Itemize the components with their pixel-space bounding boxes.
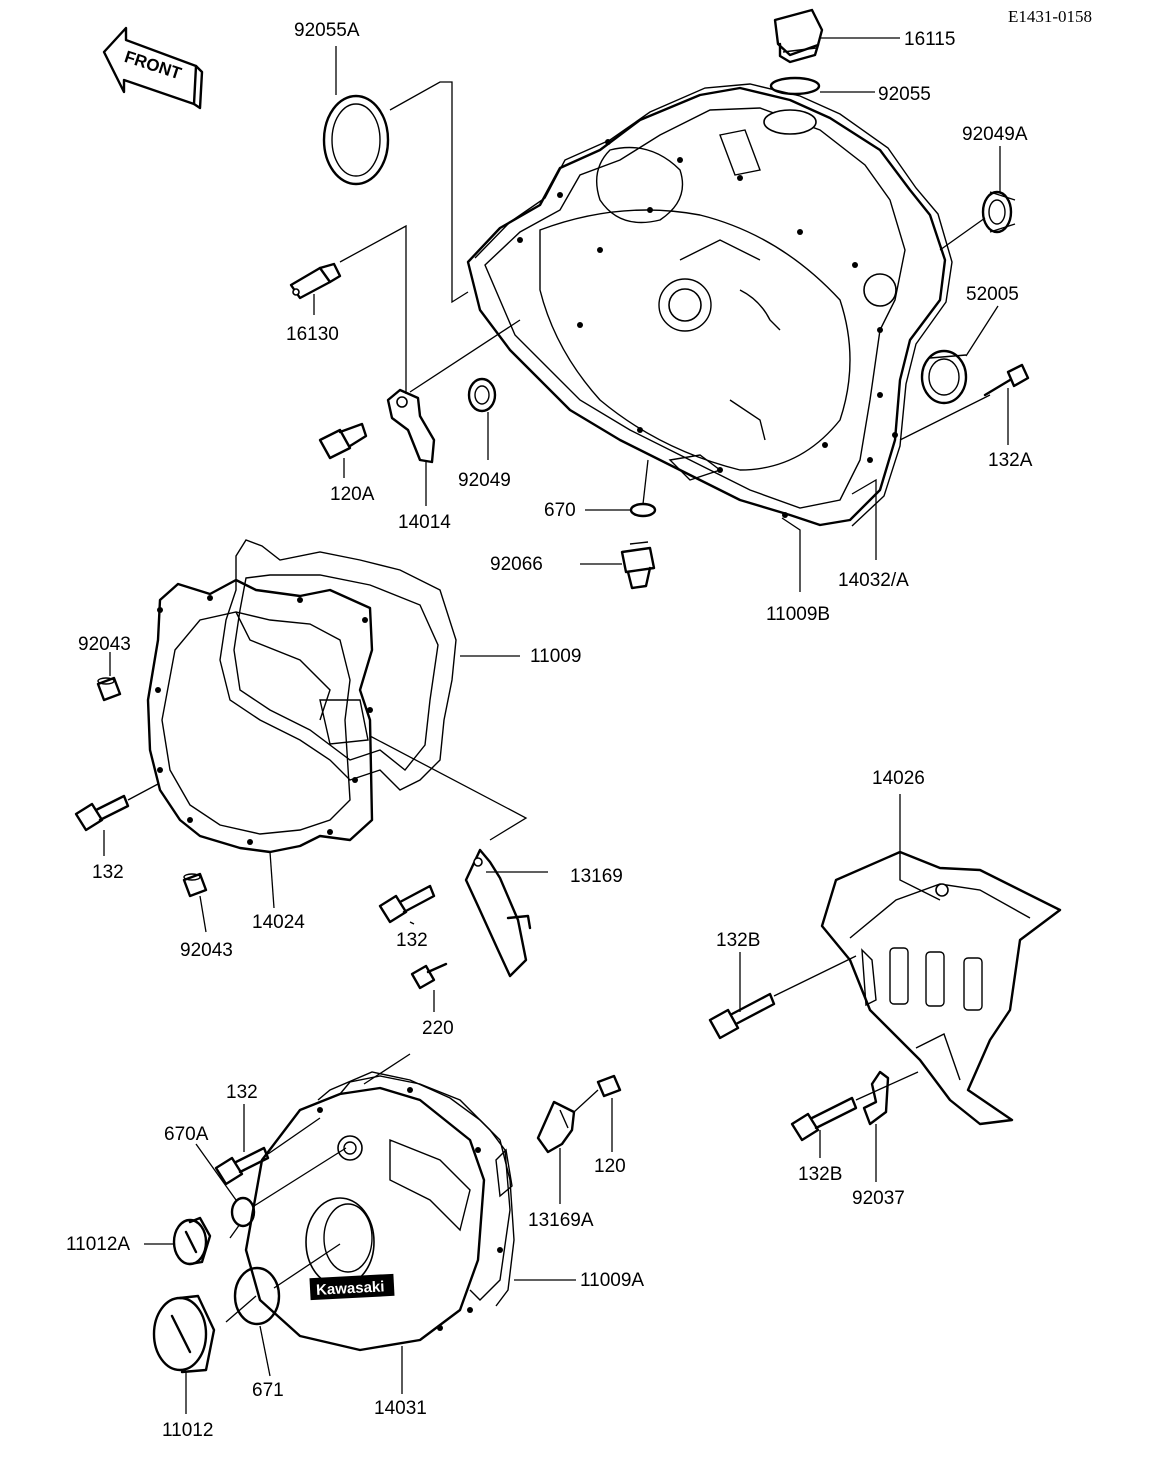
label-11009B: 11009B [766, 604, 830, 625]
bracket-13169A [536, 1100, 576, 1154]
plug-11012 [152, 1294, 216, 1374]
oil-seal-92049A [981, 190, 1016, 234]
label-52005: 52005 [966, 284, 1019, 305]
fitting-16130 [289, 262, 342, 300]
label-92043-bottom: 92043 [180, 940, 233, 961]
label-11009A: 11009A [580, 1270, 644, 1291]
oil-seal-92055A [322, 94, 390, 186]
label-11012: 11012 [162, 1420, 213, 1441]
label-14014: 14014 [398, 512, 451, 533]
bolt-132-low [214, 1146, 270, 1186]
bolt-120 [596, 1074, 622, 1098]
oil-seal-92049 [467, 377, 497, 413]
part-labels: 16115 92055 92055A 92049A 52005 132A 161… [66, 20, 1033, 1441]
dowel-pin-92043-top [96, 676, 122, 702]
drawing-code: E1431-0158 [1008, 7, 1092, 26]
sprocket-cover-14026 [820, 850, 1062, 1126]
label-120A: 120A [330, 484, 375, 505]
label-132-left: 132 [92, 862, 124, 883]
bolt-132A [983, 363, 1030, 397]
bracket-14014 [386, 388, 436, 464]
label-14026: 14026 [872, 768, 925, 789]
bolt-132B-bottom [790, 1096, 858, 1142]
front-arrow-icon: FRONT [102, 26, 204, 110]
label-13169: 13169 [570, 866, 623, 887]
screw-220 [410, 962, 448, 990]
plug-11012A [172, 1216, 212, 1266]
magneto-cover-14031: Kawasaki [244, 1075, 513, 1352]
label-92055: 92055 [878, 84, 931, 105]
label-132-mid: 132 [396, 930, 428, 951]
label-132B-top: 132B [716, 930, 760, 951]
bolt-120A [318, 422, 368, 460]
label-132A: 132A [988, 450, 1033, 471]
dowel-pin-92043-bottom [182, 872, 208, 898]
label-670A: 670A [164, 1124, 209, 1145]
crankcase-cover-11009B [466, 86, 947, 527]
leader-lines [103, 37, 1009, 1414]
label-92037: 92037 [852, 1188, 905, 1209]
label-92066: 92066 [490, 554, 543, 575]
label-16115: 16115 [904, 29, 955, 50]
label-92055A: 92055A [294, 20, 360, 41]
label-11012A: 11012A [66, 1234, 130, 1255]
label-14024: 14024 [252, 912, 305, 933]
label-92049: 92049 [458, 470, 511, 491]
gasket-14032 [474, 83, 953, 527]
label-14032A: 14032/A [838, 570, 909, 591]
gasket-11009 [219, 539, 457, 791]
label-92049A: 92049A [962, 124, 1028, 145]
cover-14024 [146, 578, 374, 854]
label-671: 671 [252, 1380, 284, 1401]
oil-filler-cap-16115 [773, 8, 824, 64]
clamp-92037 [862, 1070, 890, 1126]
plug-92066 [620, 541, 656, 590]
label-220: 220 [422, 1018, 454, 1039]
label-120: 120 [594, 1156, 626, 1177]
label-132-low: 132 [226, 1082, 258, 1103]
o-ring-92055 [769, 76, 821, 96]
label-11009: 11009 [530, 646, 581, 667]
bolt-132-left [74, 794, 130, 832]
o-ring-670A [230, 1196, 256, 1228]
gasket-11009A [317, 1071, 515, 1307]
bolt-132B-top [708, 992, 776, 1040]
bracket-13169 [464, 848, 532, 978]
kawasaki-logo: Kawasaki [316, 1278, 385, 1299]
label-132B-bottom: 132B [798, 1164, 842, 1185]
ring-52005 [920, 349, 968, 405]
o-ring-671 [233, 1266, 281, 1326]
label-14031: 14031 [374, 1398, 427, 1419]
label-16130: 16130 [286, 324, 339, 345]
washer-670 [629, 502, 657, 518]
label-670: 670 [544, 500, 576, 521]
label-13169A: 13169A [528, 1210, 594, 1231]
bolt-132-mid [378, 884, 436, 924]
label-92043-top: 92043 [78, 634, 131, 655]
